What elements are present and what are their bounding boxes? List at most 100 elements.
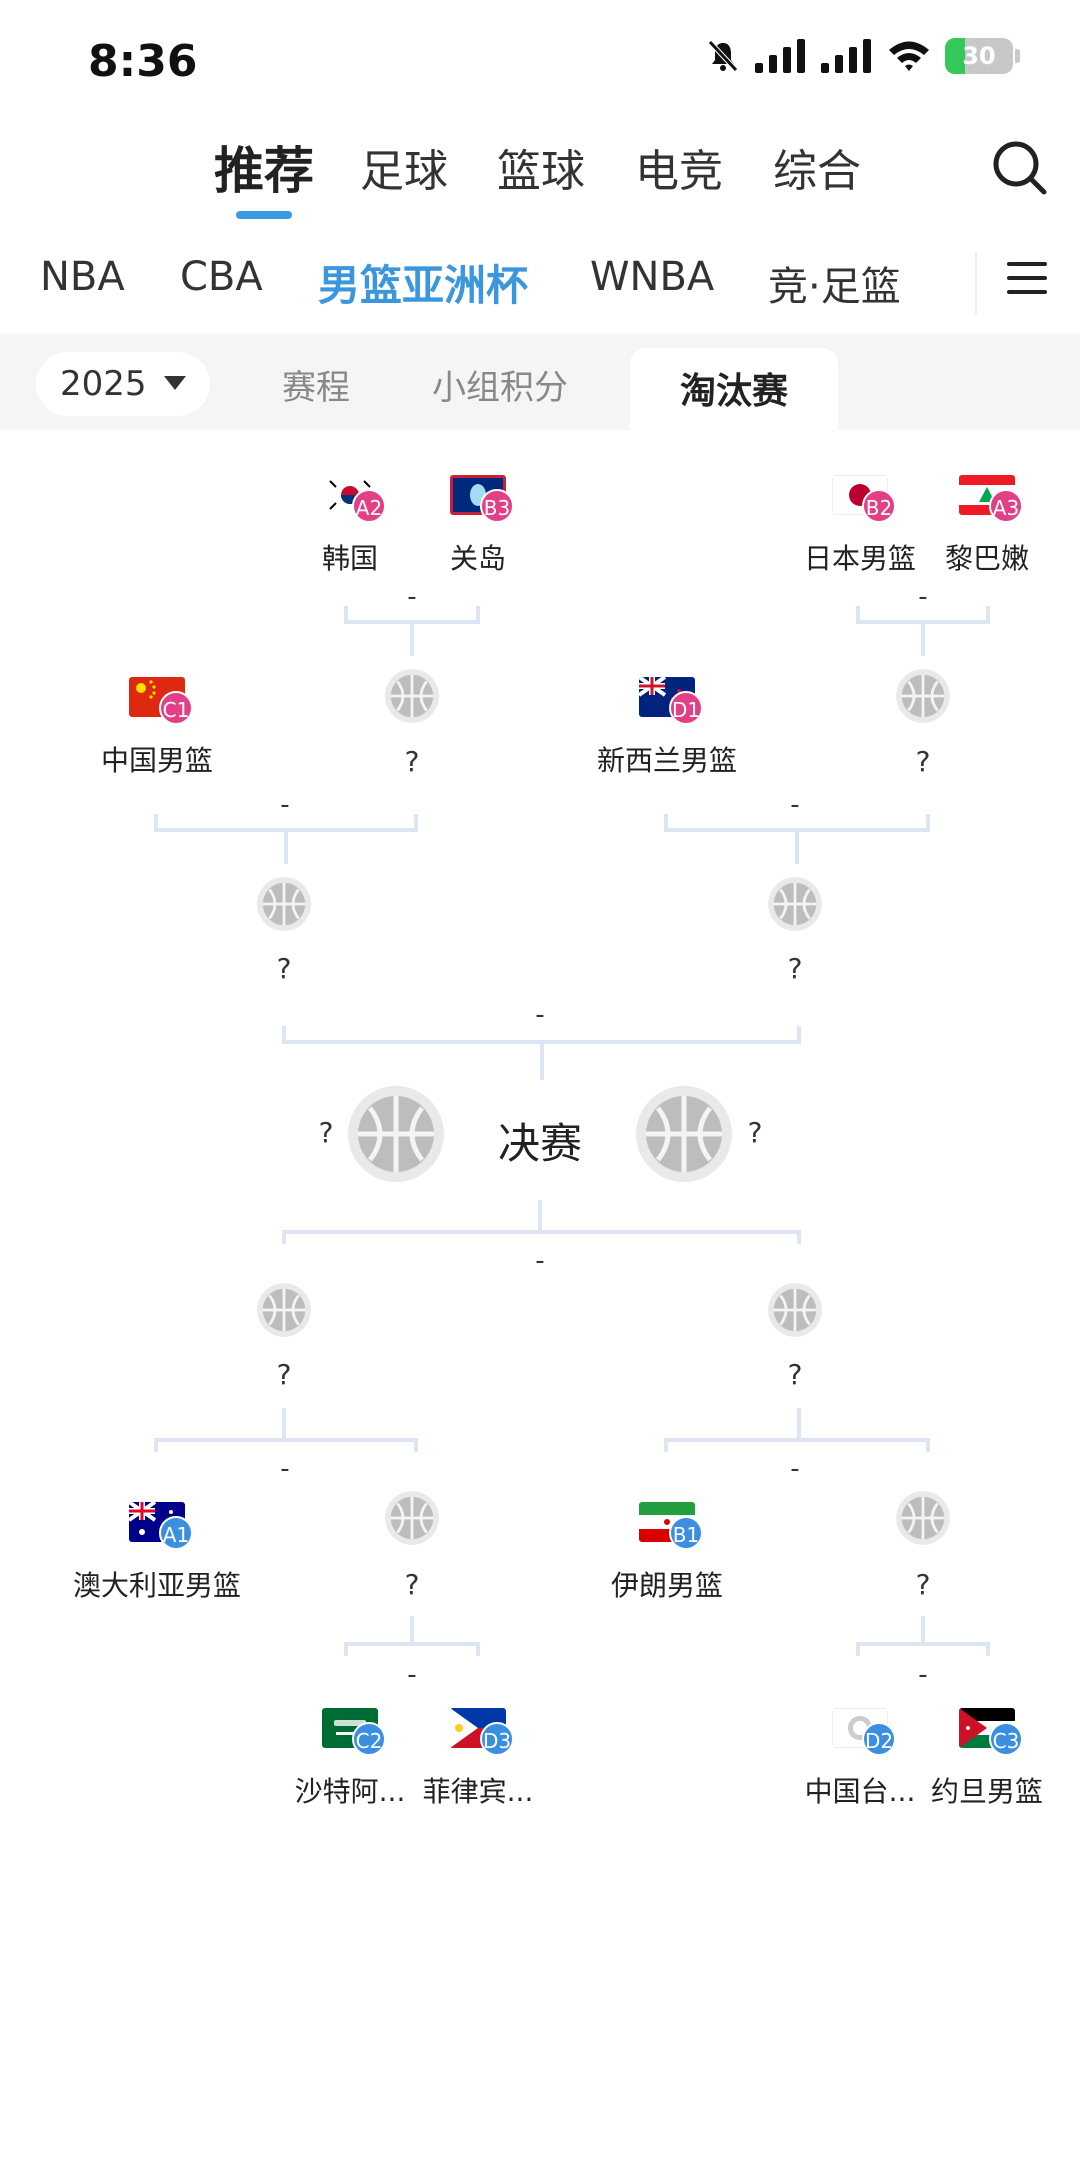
unknown-team: ? bbox=[276, 1358, 292, 1391]
bracket-line bbox=[797, 1026, 801, 1040]
tab-recommend[interactable]: 推荐 bbox=[214, 142, 314, 200]
main-tabs: 推荐 足球 篮球 电竞 综合 bbox=[0, 125, 1080, 225]
bracket-line bbox=[414, 1438, 418, 1452]
battery-icon: 30 bbox=[945, 38, 1020, 74]
bracket-line bbox=[538, 1200, 542, 1230]
bracket-line bbox=[797, 1408, 801, 1438]
seed-badge: A2 bbox=[352, 489, 386, 523]
team-name[interactable]: 澳大利亚男篮 bbox=[72, 1569, 242, 1602]
league-tab-wnba[interactable]: WNBA bbox=[590, 254, 715, 300]
match-score: - bbox=[790, 1454, 800, 1484]
bracket-line bbox=[539, 1040, 544, 1080]
bracket-line bbox=[797, 1230, 801, 1244]
bracket-line bbox=[410, 1616, 414, 1646]
unknown-team: ? bbox=[404, 745, 420, 778]
team-name[interactable]: 中国台... bbox=[804, 1775, 916, 1808]
basketball-icon bbox=[385, 1491, 439, 1545]
league-tabs: NBA CBA 男篮亚洲杯 WNBA 竞·足篮 bbox=[0, 240, 1080, 330]
team-name[interactable]: 黎巴嫩 bbox=[944, 542, 1030, 575]
year-select[interactable]: 2025 bbox=[36, 352, 210, 416]
bracket-line bbox=[154, 1438, 418, 1442]
bracket-line bbox=[410, 620, 414, 656]
team-name[interactable]: 沙特阿... bbox=[294, 1775, 406, 1808]
status-bar: 8:36 30 bbox=[0, 0, 1080, 120]
sub-tab-knockout[interactable]: 淘汰赛 bbox=[630, 348, 838, 430]
wifi-icon bbox=[889, 41, 929, 71]
league-tab-jingzu[interactable]: 竞·足篮 bbox=[768, 264, 901, 310]
basketball-icon bbox=[896, 669, 950, 723]
bracket-line bbox=[856, 1642, 860, 1656]
seed-badge: B1 bbox=[669, 1516, 703, 1550]
sub-tab-knockout-label: 淘汰赛 bbox=[679, 371, 788, 412]
league-tab-asia-cup[interactable]: 男篮亚洲杯 bbox=[318, 261, 529, 310]
bell-muted-icon bbox=[708, 40, 738, 72]
filter-bar: 2025 赛程 小组积分 淘汰赛 bbox=[0, 334, 1080, 430]
league-tab-cba[interactable]: CBA bbox=[180, 254, 263, 300]
tab-football[interactable]: 足球 bbox=[360, 146, 448, 197]
seed-badge: C2 bbox=[352, 1722, 386, 1756]
bracket-line bbox=[476, 606, 480, 620]
sub-tab-schedule[interactable]: 赛程 bbox=[282, 368, 350, 408]
status-time: 8:36 bbox=[88, 36, 198, 87]
seed-badge: B2 bbox=[862, 489, 896, 523]
team-name[interactable]: 韩国 bbox=[321, 542, 379, 575]
seed-badge: A1 bbox=[159, 1516, 193, 1550]
year-label: 2025 bbox=[60, 364, 147, 404]
seed-badge: C3 bbox=[989, 1722, 1023, 1756]
match-score: - bbox=[790, 790, 800, 820]
match-score: - bbox=[535, 1000, 545, 1030]
bracket-line bbox=[856, 1642, 990, 1646]
match-score: - bbox=[280, 1454, 290, 1484]
tab-esports[interactable]: 电竞 bbox=[635, 146, 723, 197]
match-score: - bbox=[407, 582, 417, 612]
bracket-line bbox=[986, 606, 990, 620]
team-name[interactable]: 日本男篮 bbox=[803, 542, 917, 575]
bracket-line bbox=[284, 828, 288, 864]
bracket-line bbox=[282, 1408, 286, 1438]
bracket-line bbox=[921, 1616, 925, 1646]
basketball-icon bbox=[768, 877, 822, 931]
team-name[interactable]: 约旦男篮 bbox=[930, 1775, 1044, 1808]
basketball-icon bbox=[348, 1086, 444, 1182]
bracket-line bbox=[795, 828, 799, 864]
basketball-icon bbox=[385, 669, 439, 723]
sub-tab-standings[interactable]: 小组积分 bbox=[432, 368, 568, 408]
status-icons: 30 bbox=[705, 38, 1020, 74]
bracket-line bbox=[926, 814, 930, 828]
bracket-line bbox=[154, 814, 158, 828]
seed-badge: A3 bbox=[989, 489, 1023, 523]
bracket-line bbox=[282, 1230, 801, 1234]
search-icon[interactable] bbox=[990, 138, 1050, 198]
bracket-line bbox=[344, 606, 348, 620]
match-score: - bbox=[280, 790, 290, 820]
unknown-team: ? bbox=[276, 952, 292, 985]
menu-icon[interactable] bbox=[1005, 256, 1049, 300]
team-name[interactable]: 菲律宾... bbox=[422, 1775, 534, 1808]
bracket-line bbox=[344, 1642, 348, 1656]
tab-basketball[interactable]: 篮球 bbox=[497, 146, 585, 197]
bracket-line bbox=[282, 1230, 286, 1244]
bracket-line bbox=[986, 1642, 990, 1656]
unknown-team: ? bbox=[404, 1568, 420, 1601]
bracket-line bbox=[414, 814, 418, 828]
team-name[interactable]: 新西兰男篮 bbox=[596, 744, 738, 777]
team-name[interactable]: 伊朗男篮 bbox=[610, 1569, 724, 1602]
active-tab-indicator bbox=[236, 211, 292, 219]
team-name[interactable]: 关岛 bbox=[449, 542, 507, 575]
battery-level: 30 bbox=[962, 42, 996, 70]
unknown-team: ? bbox=[318, 1116, 334, 1149]
signal-icon bbox=[755, 39, 805, 73]
final-label: 决赛 bbox=[497, 1119, 583, 1168]
tab-general[interactable]: 综合 bbox=[773, 146, 861, 197]
basketball-icon bbox=[257, 877, 311, 931]
league-tab-nba[interactable]: NBA bbox=[40, 254, 125, 300]
bracket-line bbox=[344, 1642, 478, 1646]
unknown-team: ? bbox=[747, 1116, 763, 1149]
bracket-line bbox=[926, 1438, 930, 1452]
seed-badge: C1 bbox=[159, 691, 193, 725]
caret-down-icon bbox=[164, 376, 186, 390]
unknown-team: ? bbox=[915, 745, 931, 778]
basketball-icon bbox=[768, 1283, 822, 1337]
team-name[interactable]: 中国男篮 bbox=[100, 744, 214, 777]
